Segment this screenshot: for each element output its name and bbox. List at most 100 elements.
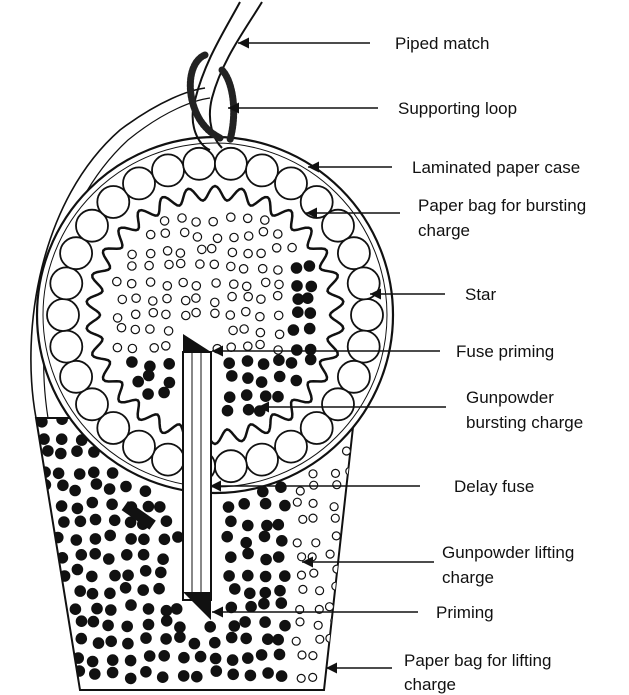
lifting-grain-filled <box>87 571 97 581</box>
lifting-grain-open <box>348 549 356 557</box>
bursting-grain-filled <box>133 376 143 386</box>
lifting-grain-filled <box>143 501 153 511</box>
bursting-grain-open <box>149 309 157 317</box>
lifting-grain-open <box>298 553 306 561</box>
lifting-grain-filled <box>90 514 100 524</box>
lifting-grain-open <box>314 621 322 629</box>
lifting-grain-open <box>308 553 316 561</box>
bursting-grain-open <box>227 343 235 351</box>
lifting-grain-filled <box>239 499 249 509</box>
bursting-grain-open <box>128 262 136 270</box>
lifting-grain-filled <box>229 621 239 631</box>
lifting-grain-filled <box>43 446 53 456</box>
star <box>60 237 92 269</box>
lifting-grain-filled <box>260 571 270 581</box>
lifting-grain-filled <box>224 571 234 581</box>
lifting-grain-filled <box>123 570 133 580</box>
lifting-grain-open <box>309 514 317 522</box>
lifting-grain-filled <box>159 651 169 661</box>
bursting-grain-filled <box>143 389 153 399</box>
lifting-grain-filled <box>35 554 45 564</box>
lifting-grain-filled <box>106 605 116 615</box>
lifting-grain-filled <box>210 653 220 663</box>
lifting-grain-filled <box>175 622 185 632</box>
lifting-grain-filled <box>38 497 48 507</box>
lifting-grain-filled <box>92 603 102 613</box>
lifting-grain-open <box>346 572 354 580</box>
bursting-grain-open <box>227 213 235 221</box>
lifting-grain-filled <box>211 666 221 676</box>
bursting-grain-open <box>240 325 248 333</box>
lifting-grain-filled <box>256 650 266 660</box>
lifting-grain-open <box>332 532 340 540</box>
lifting-grain-filled <box>58 634 68 644</box>
star <box>275 431 307 463</box>
lifting-grain-open <box>326 550 334 558</box>
star <box>215 450 247 482</box>
lifting-grain-filled <box>274 649 284 659</box>
lifting-grain-filled <box>241 538 251 548</box>
bursting-grain-open <box>179 278 187 286</box>
lifting-grain-filled <box>75 586 85 596</box>
lifting-grain-open <box>312 539 320 547</box>
bursting-grain-open <box>198 245 206 253</box>
bursting-grain-filled <box>288 325 298 335</box>
star <box>351 299 383 331</box>
lifting-grain-filled <box>259 531 269 541</box>
bursting-grain-open <box>244 342 252 350</box>
lifting-grain-filled <box>72 503 82 513</box>
lifting-grain-filled <box>143 619 153 629</box>
bursting-grain-open <box>149 297 157 305</box>
bursting-grain-open <box>150 344 158 352</box>
lifting-grain-filled <box>243 570 253 580</box>
lifting-grain-filled <box>192 672 202 682</box>
label-paper-bag-lifting-1: Paper bag for lifting <box>404 651 551 670</box>
star <box>50 331 82 363</box>
bursting-grain-open <box>229 326 237 334</box>
bursting-grain-open <box>256 328 264 336</box>
lifting-grain-filled <box>138 550 148 560</box>
lifting-grain-filled <box>276 482 286 492</box>
lifting-grain-filled <box>222 532 232 542</box>
lifting-grain-open <box>332 469 340 477</box>
bursting-grain-filled <box>256 377 266 387</box>
lifting-grain-filled <box>246 602 256 612</box>
bursting-grain-filled <box>164 377 174 387</box>
lifting-grain-open <box>293 539 301 547</box>
lifting-grain-open <box>309 673 317 681</box>
bursting-grain-open <box>245 232 253 240</box>
label-piped-match: Piped match <box>395 34 490 53</box>
bursting-grain-open <box>228 248 236 256</box>
lifting-grain-filled <box>52 585 62 595</box>
lifting-grain-open <box>343 447 351 455</box>
lifting-grain-filled <box>37 417 47 427</box>
lifting-grain-filled <box>91 479 101 489</box>
lifting-grain-open <box>333 565 341 573</box>
lifting-grain-filled <box>125 655 135 665</box>
bursting-grain-open <box>192 308 200 316</box>
lifting-grain-filled <box>39 434 49 444</box>
bursting-grain-open <box>257 295 265 303</box>
lifting-grain-open <box>292 637 300 645</box>
lifting-grain-open <box>346 654 354 662</box>
lifting-grain-filled <box>245 670 255 680</box>
bursting-grain-open <box>273 244 281 252</box>
lifting-grain-filled <box>89 467 99 477</box>
lifting-grain-filled <box>241 633 251 643</box>
label-paper-bag-lifting-2: charge <box>404 675 456 694</box>
lifting-grain-filled <box>58 673 68 683</box>
label-supporting-loop: Supporting loop <box>398 99 517 118</box>
lifting-grain-open <box>299 515 307 523</box>
delay-fuse <box>183 352 211 600</box>
lifting-grain-filled <box>161 634 171 644</box>
lifting-grain-filled <box>126 534 136 544</box>
lifting-grain-filled <box>37 604 47 614</box>
lifting-grain-filled <box>107 499 117 509</box>
bursting-grain-open <box>182 296 190 304</box>
lifting-grain-filled <box>123 638 133 648</box>
lifting-grain-filled <box>53 468 63 478</box>
bursting-grain-open <box>192 294 200 302</box>
bursting-grain-open <box>162 342 170 350</box>
lifting-grain-filled <box>93 638 103 648</box>
lifting-grain-filled <box>189 638 199 648</box>
